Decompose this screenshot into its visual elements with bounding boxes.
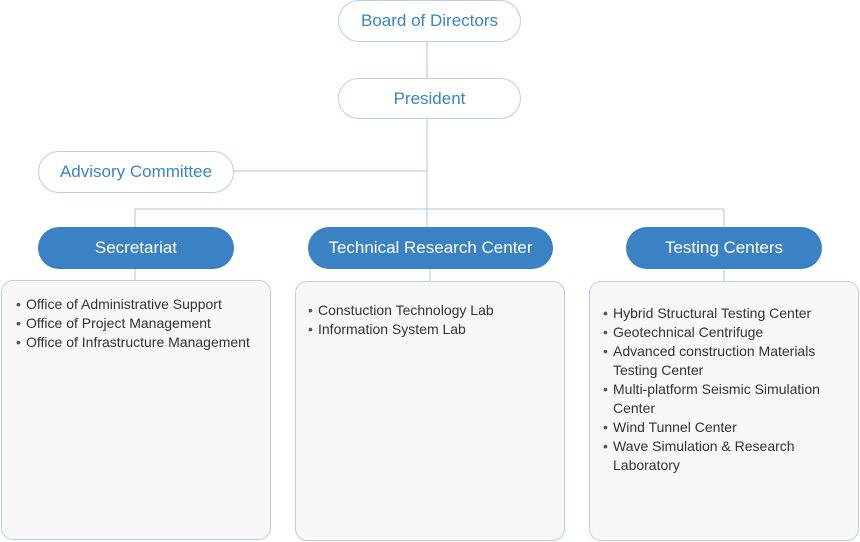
list-item: Office of Project Management [16,314,266,333]
list-item: Hybrid Structural Testing Center [603,304,833,323]
secretariat-node: Secretariat [38,227,234,269]
list-item: Wave Simulation & Research Laboratory [603,437,833,475]
list-item: Information System Lab [308,320,558,339]
technical-research-center-label: Technical Research Center [328,238,533,257]
secretariat-label: Secretariat [94,238,178,257]
list-item: Multi-platform Seismic Simulation Center [603,380,833,418]
list-item: Office of Administrative Support [16,295,266,314]
technical-research-center-node: Technical Research Center [308,227,553,269]
president-node: President [338,78,521,119]
secretariat-list: Office of Administrative Support Office … [16,295,266,352]
testing-centers-label: Testing Centers [664,238,784,257]
technical-research-center-list: Constuction Technology Lab Information S… [308,301,558,339]
list-item: Geotechnical Centrifuge [603,323,833,342]
testing-centers-panel: Hybrid Structural Testing Center Geotech… [589,281,859,541]
board-of-directors-label: Board of Directors [361,11,498,30]
board-of-directors-node: Board of Directors [338,0,521,42]
list-item: Wind Tunnel Center [603,418,833,437]
advisory-committee-node: Advisory Committee [38,151,234,193]
list-item: Constuction Technology Lab [308,301,558,320]
testing-centers-node: Testing Centers [626,227,822,269]
technical-research-center-panel: Constuction Technology Lab Information S… [295,281,565,541]
advisory-committee-label: Advisory Committee [59,162,213,181]
list-item: Office of Infrastructure Management [16,333,266,352]
testing-centers-list: Hybrid Structural Testing Center Geotech… [603,304,833,475]
secretariat-panel: Office of Administrative Support Office … [1,280,271,540]
president-label: President [393,88,466,108]
list-item: Advanced construction Materials Testing … [603,342,833,380]
